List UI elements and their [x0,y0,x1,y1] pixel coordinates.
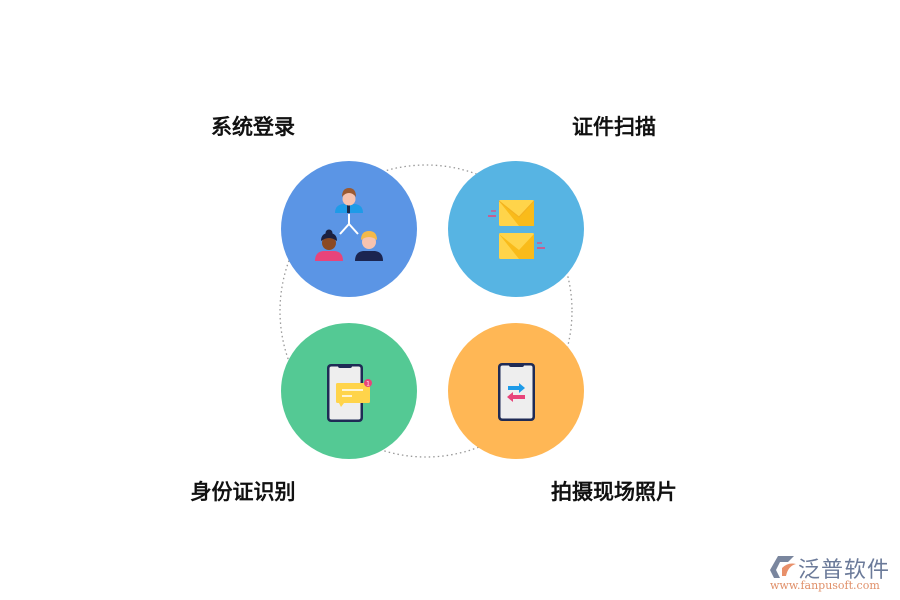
logo-url: www.fanpusoft.com [770,579,880,592]
label-document-scan: 证件扫描 [572,115,656,139]
dotted-ring [279,164,573,458]
label-site-photo: 拍摄现场照片 [551,480,677,504]
node-system-login [281,161,417,297]
label-id-recognition: 身份证识别 [190,480,296,504]
envelopes-icon [488,200,545,259]
logo-brand: 泛普软件 [798,558,891,583]
node-circle [281,161,417,297]
logo-mark-icon [770,556,796,578]
node-id-recognition: 1 [281,323,417,459]
node-document-scan [448,161,584,297]
phone-transfer-icon [498,363,535,421]
phone-message-icon: 1 [327,364,372,422]
label-system-login: 系统登录 [211,115,295,139]
node-circle [448,161,584,297]
node-site-photo [448,323,584,459]
svg-text:1: 1 [366,381,370,388]
people-hierarchy-icon [315,188,383,261]
